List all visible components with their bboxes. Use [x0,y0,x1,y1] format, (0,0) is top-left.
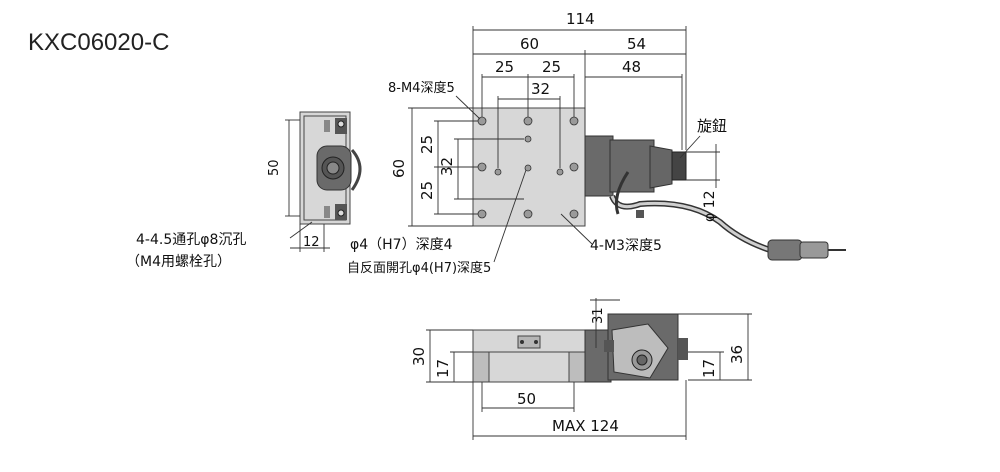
top-view-notes: 8-M4深度5 旋鈕 φ4（H7）深度4 自反面開孔φ4(H7)深度5 4-M3… [347,80,727,276]
dim-right-phi12: φ 12 [702,191,718,223]
dim-side-50: 50 [267,159,282,176]
dim-top-48: 48 [622,58,641,76]
dim-front-17: 17 [434,359,452,378]
side-view-dimensions: 50 12 [267,119,330,252]
dim-front-max124: MAX 124 [552,417,619,435]
note-m3-depth: 4-M3深度5 [590,238,662,254]
front-view [472,313,688,383]
dim-front-31: 31 [591,307,606,324]
dim-left-60: 60 [390,159,408,178]
top-view [472,107,846,261]
dim-top-114: 114 [566,10,595,28]
side-view [299,111,362,225]
note-knob: 旋鈕 [697,117,727,135]
dim-front-50: 50 [517,390,536,408]
dim-top-25a: 25 [495,58,514,76]
front-view-dimensions: 30 17 31 50 MAX 124 36 17 [410,298,752,440]
dim-front-17r: 17 [700,359,718,378]
dim-top-60: 60 [520,35,539,53]
note-phi4-h7: φ4（H7）深度4 [350,237,453,253]
dim-top-25b: 25 [542,58,561,76]
dim-front-30: 30 [410,347,428,366]
note-through-hole: 4-4.5通孔φ8沉孔 [136,232,246,248]
dim-top-32: 32 [531,80,550,98]
note-back-phi4: 自反面開孔φ4(H7)深度5 [347,260,491,276]
dim-left-25b: 25 [418,181,436,200]
dim-left-32: 32 [438,157,456,176]
top-view-dimensions: 114 60 54 25 25 48 32 60 25 25 32 [390,10,720,227]
note-m4-depth: 8-M4深度5 [388,80,455,96]
dim-left-25a: 25 [418,135,436,154]
dim-top-54: 54 [627,35,646,53]
dim-side-12: 12 [303,235,320,250]
note-m4-bolt: （M4用螺栓孔） [126,254,231,270]
dim-front-36: 36 [728,345,746,364]
model-title: KXC06020-C [28,29,169,56]
